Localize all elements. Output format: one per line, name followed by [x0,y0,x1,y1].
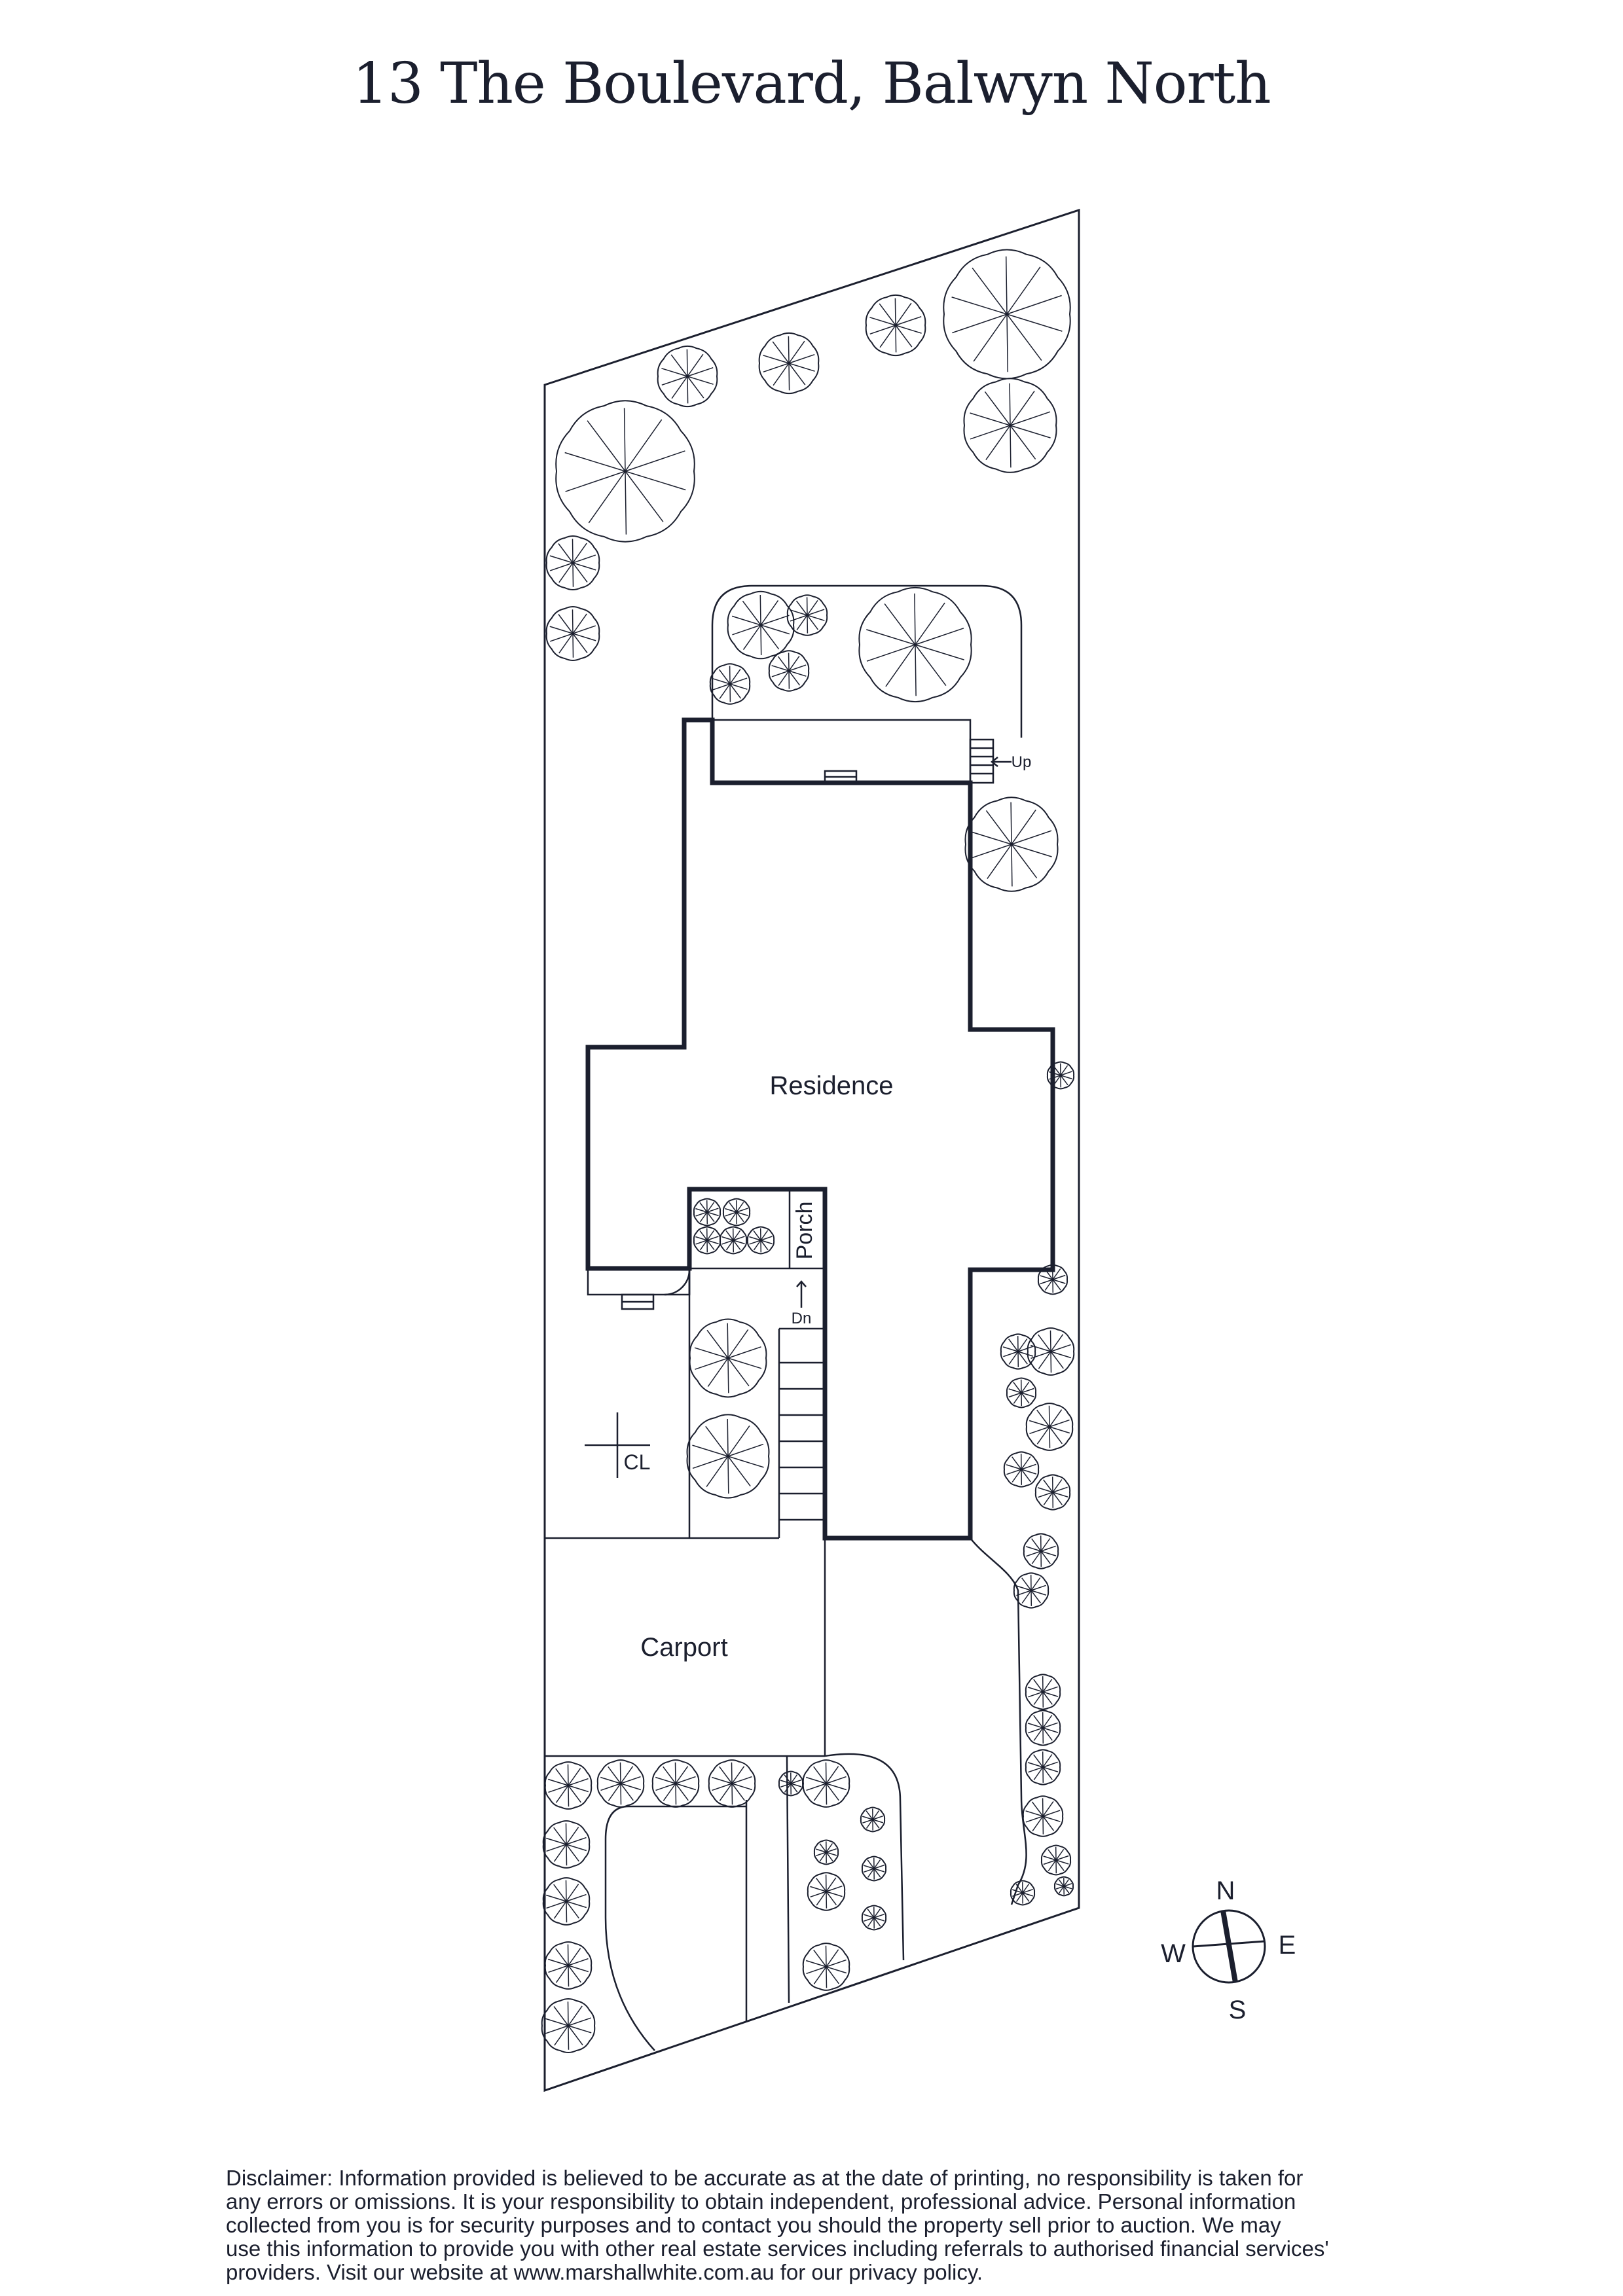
clothesline-icon [585,1412,650,1478]
tree-icon [1023,1533,1059,1570]
tree-icon [813,1839,839,1865]
tree-icon [1000,1333,1036,1370]
tree-icon [861,1905,887,1931]
carport-label: Carport [640,1633,727,1662]
tree-icon [1010,1880,1036,1906]
porch-label: Porch [792,1202,817,1260]
residence-label: Residence [769,1071,893,1100]
clothesline-label: CL [624,1450,651,1474]
dn-label: Dn [792,1310,812,1327]
tree-icon [861,1856,887,1882]
tree-icon [693,1226,721,1255]
tree-icon [709,663,751,705]
plan-title: 13 The Boulevard, Balwyn North [352,51,1271,117]
disclaimer-line: use this information to provide you with… [226,2236,1329,2261]
porch [688,1189,825,1539]
trees-layer [541,249,1075,2053]
tree-icon [686,1414,770,1499]
tree-icon [786,594,828,636]
tree-icon [1003,1451,1040,1488]
tree-icon [651,1759,700,1808]
tree-icon [542,1877,591,1926]
tree-icon [943,249,1071,380]
tree-icon [768,650,810,692]
tree-icon [746,1226,775,1255]
disclaimer-line: providers. Visit our website at www.mars… [226,2260,983,2284]
tree-icon [1034,1474,1071,1511]
tree-icon [689,1318,767,1398]
tree-icon [1013,1572,1049,1609]
tree-icon [858,586,972,703]
tree-icon [722,1198,751,1227]
tree-icon [719,1226,748,1255]
tree-icon [727,590,795,660]
tree-icon [1006,1377,1037,1408]
tree-icon [1025,1403,1074,1451]
compass-north: N [1216,1876,1235,1905]
up-label: Up [1012,753,1032,771]
tree-icon [963,378,1057,473]
disclaimer-line: collected from you is for security purpo… [226,2213,1281,2237]
tree-icon [1025,1749,1061,1785]
disclaimer-line: any errors or omissions. It is your resp… [226,2189,1296,2214]
carport-driveway [545,1537,1027,2051]
disclaimer-line: Disclaimer: Information provided is beli… [226,2166,1304,2190]
rear-garden-bed [711,584,1023,738]
tree-icon [693,1198,721,1227]
compass-west: W [1161,1939,1186,1968]
side-entry [587,1267,691,1310]
site-boundary [543,208,1080,2092]
tree-icon [758,332,820,395]
tree-icon [1022,1795,1064,1837]
tree-icon [544,1761,593,1810]
tree-icon [541,1998,596,2053]
tree-icon [778,1770,804,1797]
tree-icon [708,1759,756,1808]
tree-icon [860,1806,886,1833]
tree-icon [1040,1844,1072,1876]
rear-deck [711,719,1012,784]
tree-icon [1025,1710,1061,1746]
compass-rose [1192,1909,1266,1984]
tree-icon [545,535,600,590]
disclaimer: Disclaimer: Information provided is beli… [226,2166,1503,2284]
tree-icon [964,797,1059,892]
compass-east: E [1279,1931,1296,1960]
tree-icon [596,1759,645,1808]
tree-icon [1025,1674,1061,1710]
tree-icon [555,400,695,543]
tree-icon [544,1941,593,1990]
compass-south: S [1229,1996,1247,2024]
tree-icon [865,294,926,357]
tree-icon [802,1943,850,1991]
tree-icon [542,1820,591,1869]
tree-icon [545,606,600,661]
tree-icon [802,1759,850,1808]
tree-icon [807,1872,846,1911]
tree-icon [1053,1876,1074,1897]
tree-icon [1027,1327,1075,1376]
tree-icon [657,345,718,408]
